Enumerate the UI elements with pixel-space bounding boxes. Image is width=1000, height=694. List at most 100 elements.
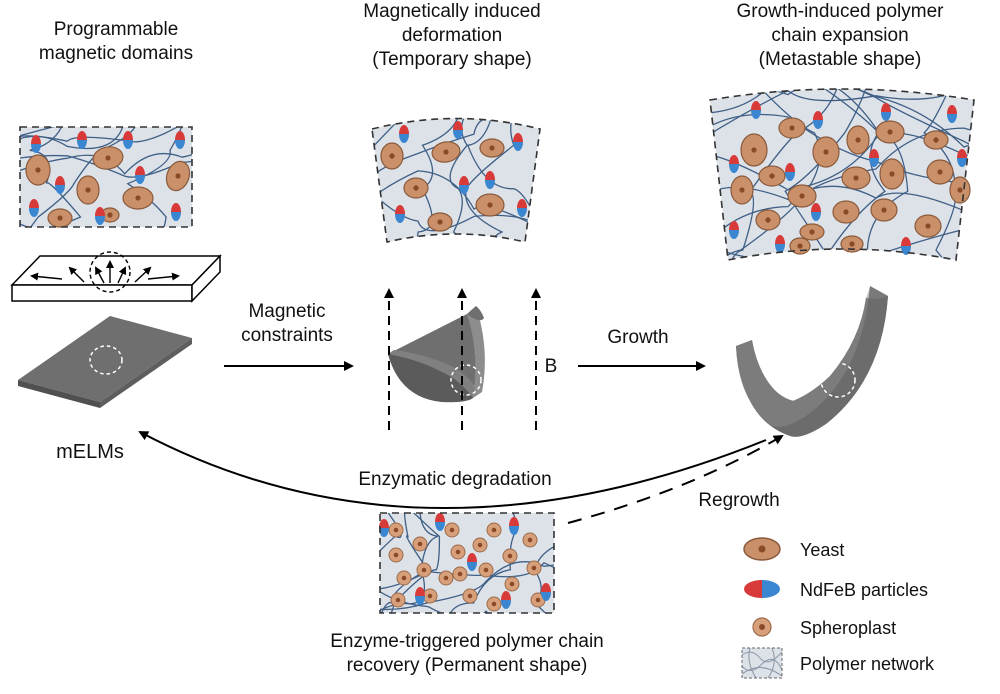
polymer-chain bbox=[372, 118, 418, 242]
yeast-cell bbox=[47, 208, 73, 228]
network-panel-initial bbox=[19, 126, 193, 228]
ndfeb-particle bbox=[31, 135, 41, 153]
ndfeb-particle bbox=[95, 207, 105, 225]
ndfeb-particle bbox=[29, 199, 39, 217]
title-line: magnetic domains bbox=[38, 43, 194, 64]
spheroplast-icon bbox=[752, 617, 772, 637]
spheroplast-cell bbox=[422, 588, 438, 604]
yeast-icon bbox=[743, 537, 781, 561]
yeast-cell bbox=[875, 120, 905, 144]
yeast-cell bbox=[25, 154, 51, 186]
ndfeb-particle bbox=[501, 591, 511, 609]
spheroplast-cell bbox=[472, 537, 488, 553]
magnetic-constraints-label: Magnetic constraints bbox=[222, 300, 352, 348]
ndfeb-particle bbox=[957, 149, 967, 167]
polymer-chain bbox=[449, 513, 516, 613]
yeast-cell bbox=[758, 165, 786, 187]
spheroplast-cells bbox=[379, 513, 551, 612]
ndfeb-particle bbox=[541, 583, 551, 601]
yeast-cell bbox=[380, 142, 404, 170]
ndfeb-particle bbox=[399, 125, 409, 143]
polymer-chain bbox=[372, 170, 540, 226]
ndfeb-particle bbox=[751, 101, 761, 119]
ndfeb-particle bbox=[811, 203, 821, 221]
process-arrows bbox=[138, 361, 784, 524]
regrowth-arrow bbox=[567, 434, 784, 524]
title-line: Growth-induced polymer bbox=[736, 1, 944, 22]
spheroplast-cell bbox=[526, 560, 542, 576]
stage-title-temporary: Magnetically induced deformation (Tempor… bbox=[322, 0, 582, 72]
polymer-chain bbox=[390, 513, 441, 613]
legend-label-polymer-network: Polymer network bbox=[800, 654, 935, 674]
yeast-cell bbox=[403, 177, 429, 199]
spheroplast-cell bbox=[504, 576, 520, 592]
yeast-cell bbox=[122, 186, 154, 210]
ndfeb-particle bbox=[379, 519, 389, 537]
yeast-cell bbox=[475, 193, 505, 217]
yeast-cell bbox=[870, 198, 898, 222]
ndfeb-particle bbox=[513, 133, 523, 151]
flat-melm-sheet bbox=[18, 316, 192, 408]
ndfeb-particle-icon bbox=[744, 580, 780, 598]
spheroplast-cell bbox=[486, 522, 502, 538]
spheroplast-cell bbox=[450, 544, 466, 560]
label-line: constraints bbox=[241, 325, 333, 346]
ndfeb-particle bbox=[947, 105, 957, 123]
ndfeb-particle bbox=[485, 171, 495, 189]
spheroplast-cell bbox=[388, 522, 404, 538]
polymer-chain bbox=[710, 120, 974, 191]
spheroplast-cell bbox=[486, 596, 502, 612]
spheroplast-cell bbox=[522, 532, 538, 548]
spheroplast-cell bbox=[462, 588, 478, 604]
polymer-network-icon bbox=[741, 647, 783, 679]
spheroplast-cell bbox=[502, 548, 518, 564]
label-line: Magnetic bbox=[248, 301, 326, 322]
ndfeb-particle bbox=[813, 111, 823, 129]
ndfeb-particle bbox=[467, 553, 477, 571]
yeast-cell bbox=[730, 175, 754, 205]
legend-label-ndfeb: NdFeB particles bbox=[800, 580, 929, 600]
yeast-cell bbox=[92, 146, 124, 170]
title-line: deformation bbox=[401, 25, 503, 46]
ndfeb-particle bbox=[869, 149, 879, 167]
title-line: Enzyme-triggered polymer chain bbox=[330, 631, 604, 652]
ndfeb-particle bbox=[55, 176, 65, 194]
polymer-chain bbox=[380, 590, 489, 613]
yeast-cell bbox=[923, 130, 949, 150]
ndfeb-particle bbox=[395, 205, 405, 223]
spheroplast-cell bbox=[416, 562, 432, 578]
polymer-chain bbox=[466, 118, 540, 242]
polymer-chain bbox=[710, 89, 974, 148]
polymer-chain bbox=[380, 513, 402, 552]
magnetization-profile-block bbox=[10, 251, 222, 303]
spheroplast-cell bbox=[478, 562, 494, 578]
ndfeb-particle bbox=[135, 166, 145, 184]
ndfeb-particle bbox=[729, 155, 739, 173]
yeast-cell bbox=[926, 159, 954, 185]
ndfeb-particle bbox=[729, 221, 739, 239]
spheroplast-cell bbox=[452, 566, 468, 582]
spheroplast-cell bbox=[438, 570, 454, 586]
spheroplast-cell bbox=[396, 570, 412, 586]
stage-title-permanent: Enzyme-triggered polymer chain recovery … bbox=[262, 630, 672, 678]
field-b-label: B bbox=[544, 356, 558, 377]
yeast-cell bbox=[787, 184, 817, 208]
ndfeb-particle bbox=[459, 176, 469, 194]
yeast-cell bbox=[846, 125, 870, 155]
yeast-cell bbox=[740, 133, 768, 167]
yeast-cells bbox=[729, 101, 971, 255]
ndfeb-particle bbox=[775, 235, 785, 253]
ndfeb-particle bbox=[77, 131, 87, 149]
polymer-chain bbox=[796, 89, 909, 260]
ndfeb-particle bbox=[881, 103, 891, 121]
yeast-cell bbox=[832, 200, 860, 224]
polymer-chain bbox=[272, 503, 383, 636]
growth-label: Growth bbox=[607, 327, 669, 348]
network-panel-permanent bbox=[272, 503, 555, 636]
yeast-cell bbox=[427, 212, 453, 232]
ndfeb-particle bbox=[435, 513, 445, 531]
ndfeb-particle bbox=[453, 121, 463, 139]
polymer-chain bbox=[380, 561, 554, 611]
yeast-cell bbox=[879, 158, 905, 190]
polymer-chain bbox=[20, 154, 192, 178]
